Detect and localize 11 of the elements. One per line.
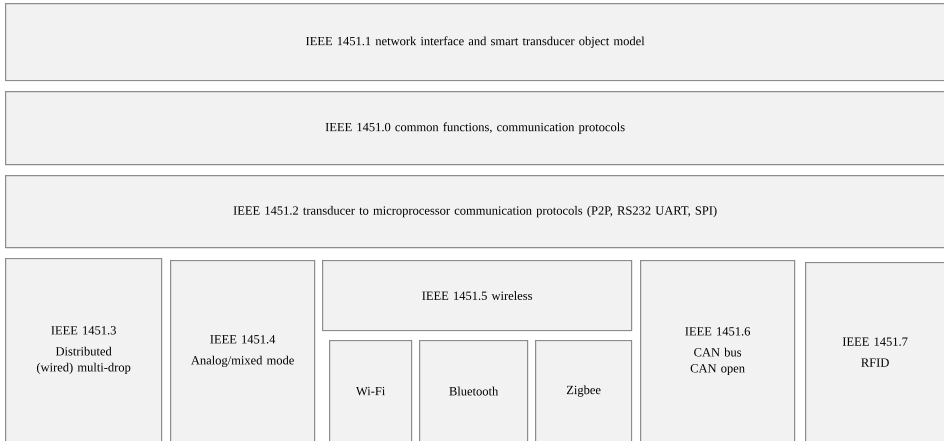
- layer-band: IEEE 1451.2 transducer to microprocessor communication protocols (P2P, RS232 UART, SPI): [5, 175, 944, 248]
- standard-box: IEEE 1451.5 wireless: [322, 260, 632, 332]
- standard-box: IEEE 1451.7 RFID: [805, 262, 944, 441]
- technology-box: Bluetooth: [419, 340, 528, 441]
- standard-box: IEEE 1451.3 Distributed (wired) multi-drop: [5, 258, 162, 441]
- technology-box: Zigbee: [535, 340, 632, 441]
- layer-band: IEEE 1451.1 network interface and smart transducer object model: [5, 2, 944, 82]
- standard-box: IEEE 1451.6 CAN bus CAN open: [640, 260, 796, 441]
- technology-box: Wi-Fi: [329, 340, 412, 441]
- standard-box: IEEE 1451.4 Analog/mixed mode: [170, 260, 316, 441]
- layer-band: IEEE 1451.0 common functions, communication protocols: [5, 91, 944, 166]
